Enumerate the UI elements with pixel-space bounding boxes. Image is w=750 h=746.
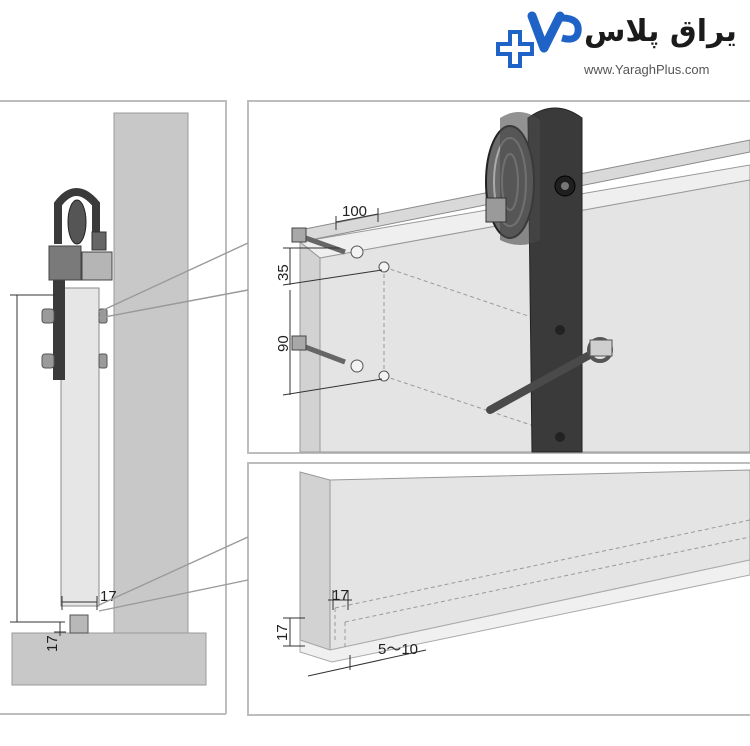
dim-100-label: 100 (342, 203, 367, 220)
bolt-holes (350, 245, 390, 382)
top-right-panel-frame (247, 100, 750, 454)
door-lower-face (329, 469, 750, 651)
logo-brand-text: یراق پلاس (584, 14, 737, 49)
hanger-strap-side (53, 280, 65, 380)
anti-jump-block (485, 197, 507, 223)
left-panel-frame (0, 100, 227, 714)
panel-frames (0, 100, 750, 716)
dim-35-line (282, 247, 383, 286)
door-leaf-side (60, 287, 100, 607)
yaraghplus-logo: یراق پلاس www.YaraghPlus.com (492, 8, 742, 88)
bottom-gap-label: 17 (44, 635, 61, 652)
side-gap-label: 17 (100, 588, 117, 605)
logo-url-text: www.YaraghPlus.com (584, 62, 710, 77)
strap-bolts (555, 325, 565, 442)
callout-leaders (98, 242, 249, 612)
wheel-assembly-side (48, 188, 113, 281)
dim-100-line (335, 208, 379, 230)
wrench (486, 337, 613, 414)
guide-range-label: 5～10 (378, 641, 418, 658)
floor-guide-side (69, 614, 89, 634)
detail-gap-side-dimension (283, 617, 305, 647)
wall-column (113, 112, 189, 636)
door-bottom-edge (299, 559, 750, 663)
side-gap-dimension (61, 596, 98, 610)
guide-range-dimension (307, 649, 427, 677)
floor-guide-detail: 17 17 5～10 (274, 469, 750, 677)
height-dimension-line (10, 294, 65, 623)
guide-groove-lines (334, 519, 750, 648)
logo-mark-icon (496, 11, 582, 68)
hanger-detail: 100 35 90 (275, 107, 750, 453)
detail-gap-top-dimension (328, 590, 352, 610)
detail-gap-top-label: 17 (332, 587, 349, 604)
side-view: 17 17 (10, 112, 249, 686)
bottom-right-panel-frame (247, 462, 750, 716)
detail-gap-side-label: 17 (274, 624, 291, 641)
bolts-detail (291, 227, 346, 365)
dim-90-label: 90 (275, 335, 292, 352)
bottom-gap-dimension (54, 622, 66, 636)
dim-35-label: 35 (275, 264, 292, 281)
dim-90-line (282, 290, 383, 396)
floor-slab (11, 632, 207, 686)
